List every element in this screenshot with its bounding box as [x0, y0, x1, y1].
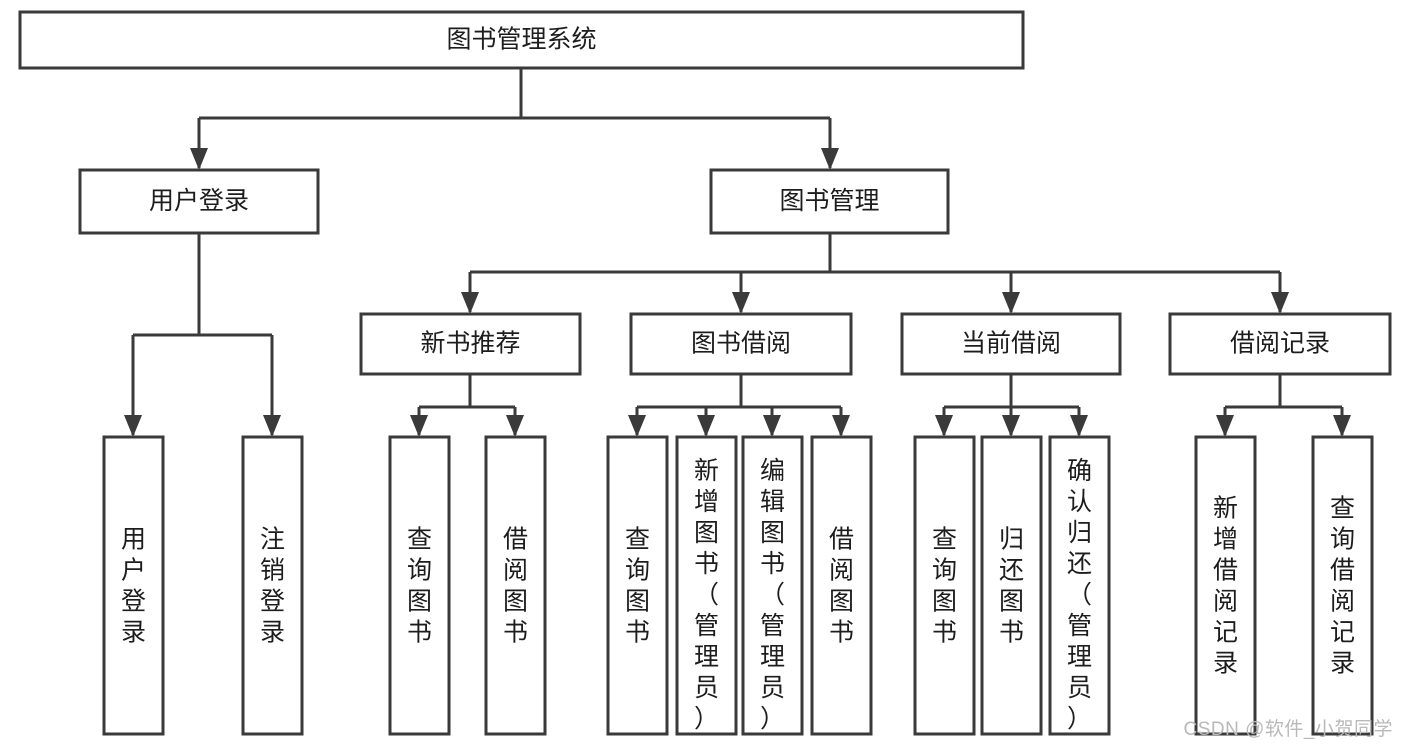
node-box	[78, 168, 320, 235]
level2-node-借阅记录[interactable]: 借阅记录	[1168, 312, 1392, 376]
arrow-head-icon	[935, 415, 953, 437]
connector-layer	[124, 68, 1351, 437]
node-box	[1311, 435, 1374, 736]
connector-record-to-leaves	[1223, 374, 1344, 435]
node-box	[980, 435, 1043, 736]
node-box	[629, 312, 853, 376]
node-box	[359, 312, 582, 376]
node-label: 查询借阅记录	[1330, 495, 1355, 678]
arrow-head-icon	[410, 415, 428, 437]
node-box	[1168, 312, 1392, 376]
node-label: 新增借阅记录	[1213, 495, 1238, 678]
node-label: 归还图书	[999, 526, 1024, 647]
node-box	[102, 435, 165, 736]
leaf-node-查询图书[interactable]: 查询图书	[606, 435, 669, 736]
node-layer: 图书管理系统用户登录图书管理新书推荐图书借阅当前借阅借阅记录用户登录注销登录查询…	[18, 10, 1392, 736]
node-box	[1194, 435, 1257, 736]
leaf-node-新增图书管理员[interactable]: 新增图书（管理员）	[675, 435, 738, 736]
arrow-head-icon	[732, 292, 750, 314]
level1-node-图书管理[interactable]: 图书管理	[709, 168, 950, 235]
leaf-node-查询图书[interactable]: 查询图书	[388, 435, 451, 736]
leaf-node-借阅图书[interactable]: 借阅图书	[484, 435, 547, 736]
arrow-head-icon	[506, 415, 524, 437]
arrow-head-icon	[1333, 415, 1351, 437]
level1-node-用户登录[interactable]: 用户登录	[78, 168, 320, 235]
node-label: 确认归还（管理员）	[1067, 457, 1092, 733]
leaf-node-查询图书[interactable]: 查询图书	[913, 435, 976, 736]
arrow-head-icon	[697, 415, 715, 437]
arrow-head-icon	[190, 148, 208, 170]
node-label: 查询图书	[625, 526, 650, 647]
node-box	[709, 168, 950, 235]
arrow-head-icon	[263, 415, 281, 437]
leaf-node-确认归还管理员[interactable]: 确认归还（管理员）	[1048, 435, 1111, 736]
node-box	[484, 435, 547, 736]
leaf-node-归还图书[interactable]: 归还图书	[980, 435, 1043, 736]
node-label: 借阅记录	[1230, 330, 1330, 358]
node-label: 新书推荐	[420, 330, 520, 358]
arrow-head-icon	[1002, 415, 1020, 437]
node-label: 查询图书	[407, 526, 432, 647]
node-box	[606, 435, 669, 736]
node-box	[18, 10, 1025, 70]
connector-bookmgmt-to-level2	[468, 233, 1282, 312]
node-label: 注销登录	[260, 526, 285, 647]
arrow-head-icon	[1070, 415, 1088, 437]
connector-borrow-to-leaves	[635, 374, 843, 435]
leaf-node-查询借阅记录[interactable]: 查询借阅记录	[1311, 435, 1374, 736]
node-box	[913, 435, 976, 736]
node-label: 用户登录	[149, 187, 249, 215]
arrow-head-icon	[124, 415, 142, 437]
connector-userlogin-to-leaves	[131, 233, 274, 435]
node-label: 图书借阅	[691, 330, 791, 358]
node-box	[388, 435, 451, 736]
root-node-图书管理系统[interactable]: 图书管理系统	[18, 10, 1025, 70]
node-label: 用户登录	[121, 526, 146, 647]
node-box	[900, 312, 1122, 376]
node-box	[675, 435, 738, 736]
arrow-head-icon	[832, 415, 850, 437]
level2-node-新书推荐[interactable]: 新书推荐	[359, 312, 582, 376]
arrow-head-icon	[628, 415, 646, 437]
node-label: 图书管理系统	[446, 26, 596, 54]
arrow-head-icon	[763, 415, 781, 437]
connector-root-to-level1	[197, 68, 832, 168]
node-label: 图书管理	[779, 187, 879, 215]
arrow-head-icon	[1271, 292, 1289, 314]
arrow-head-icon	[461, 292, 479, 314]
arrow-head-icon	[1216, 415, 1234, 437]
node-label: 编辑图书（管理员）	[760, 457, 785, 733]
node-label: 查询图书	[932, 526, 957, 647]
arrow-head-icon	[1002, 292, 1020, 314]
level2-node-图书借阅[interactable]: 图书借阅	[629, 312, 853, 376]
leaf-node-用户登录[interactable]: 用户登录	[102, 435, 165, 736]
node-label: 借阅图书	[503, 526, 528, 647]
leaf-node-新增借阅记录[interactable]: 新增借阅记录	[1194, 435, 1257, 736]
node-label: 借阅图书	[829, 526, 854, 647]
leaf-node-编辑图书管理员[interactable]: 编辑图书（管理员）	[741, 435, 804, 736]
node-label: 当前借阅	[961, 330, 1061, 358]
connector-newbook-to-leaves	[417, 374, 517, 435]
node-box	[741, 435, 804, 736]
leaf-node-借阅图书[interactable]: 借阅图书	[810, 435, 873, 736]
arrow-head-icon	[821, 148, 839, 170]
node-box	[810, 435, 873, 736]
node-box	[1048, 435, 1111, 736]
leaf-node-注销登录[interactable]: 注销登录	[241, 435, 304, 736]
node-label: 新增图书（管理员）	[694, 457, 719, 733]
level2-node-当前借阅[interactable]: 当前借阅	[900, 312, 1122, 376]
node-box	[241, 435, 304, 736]
